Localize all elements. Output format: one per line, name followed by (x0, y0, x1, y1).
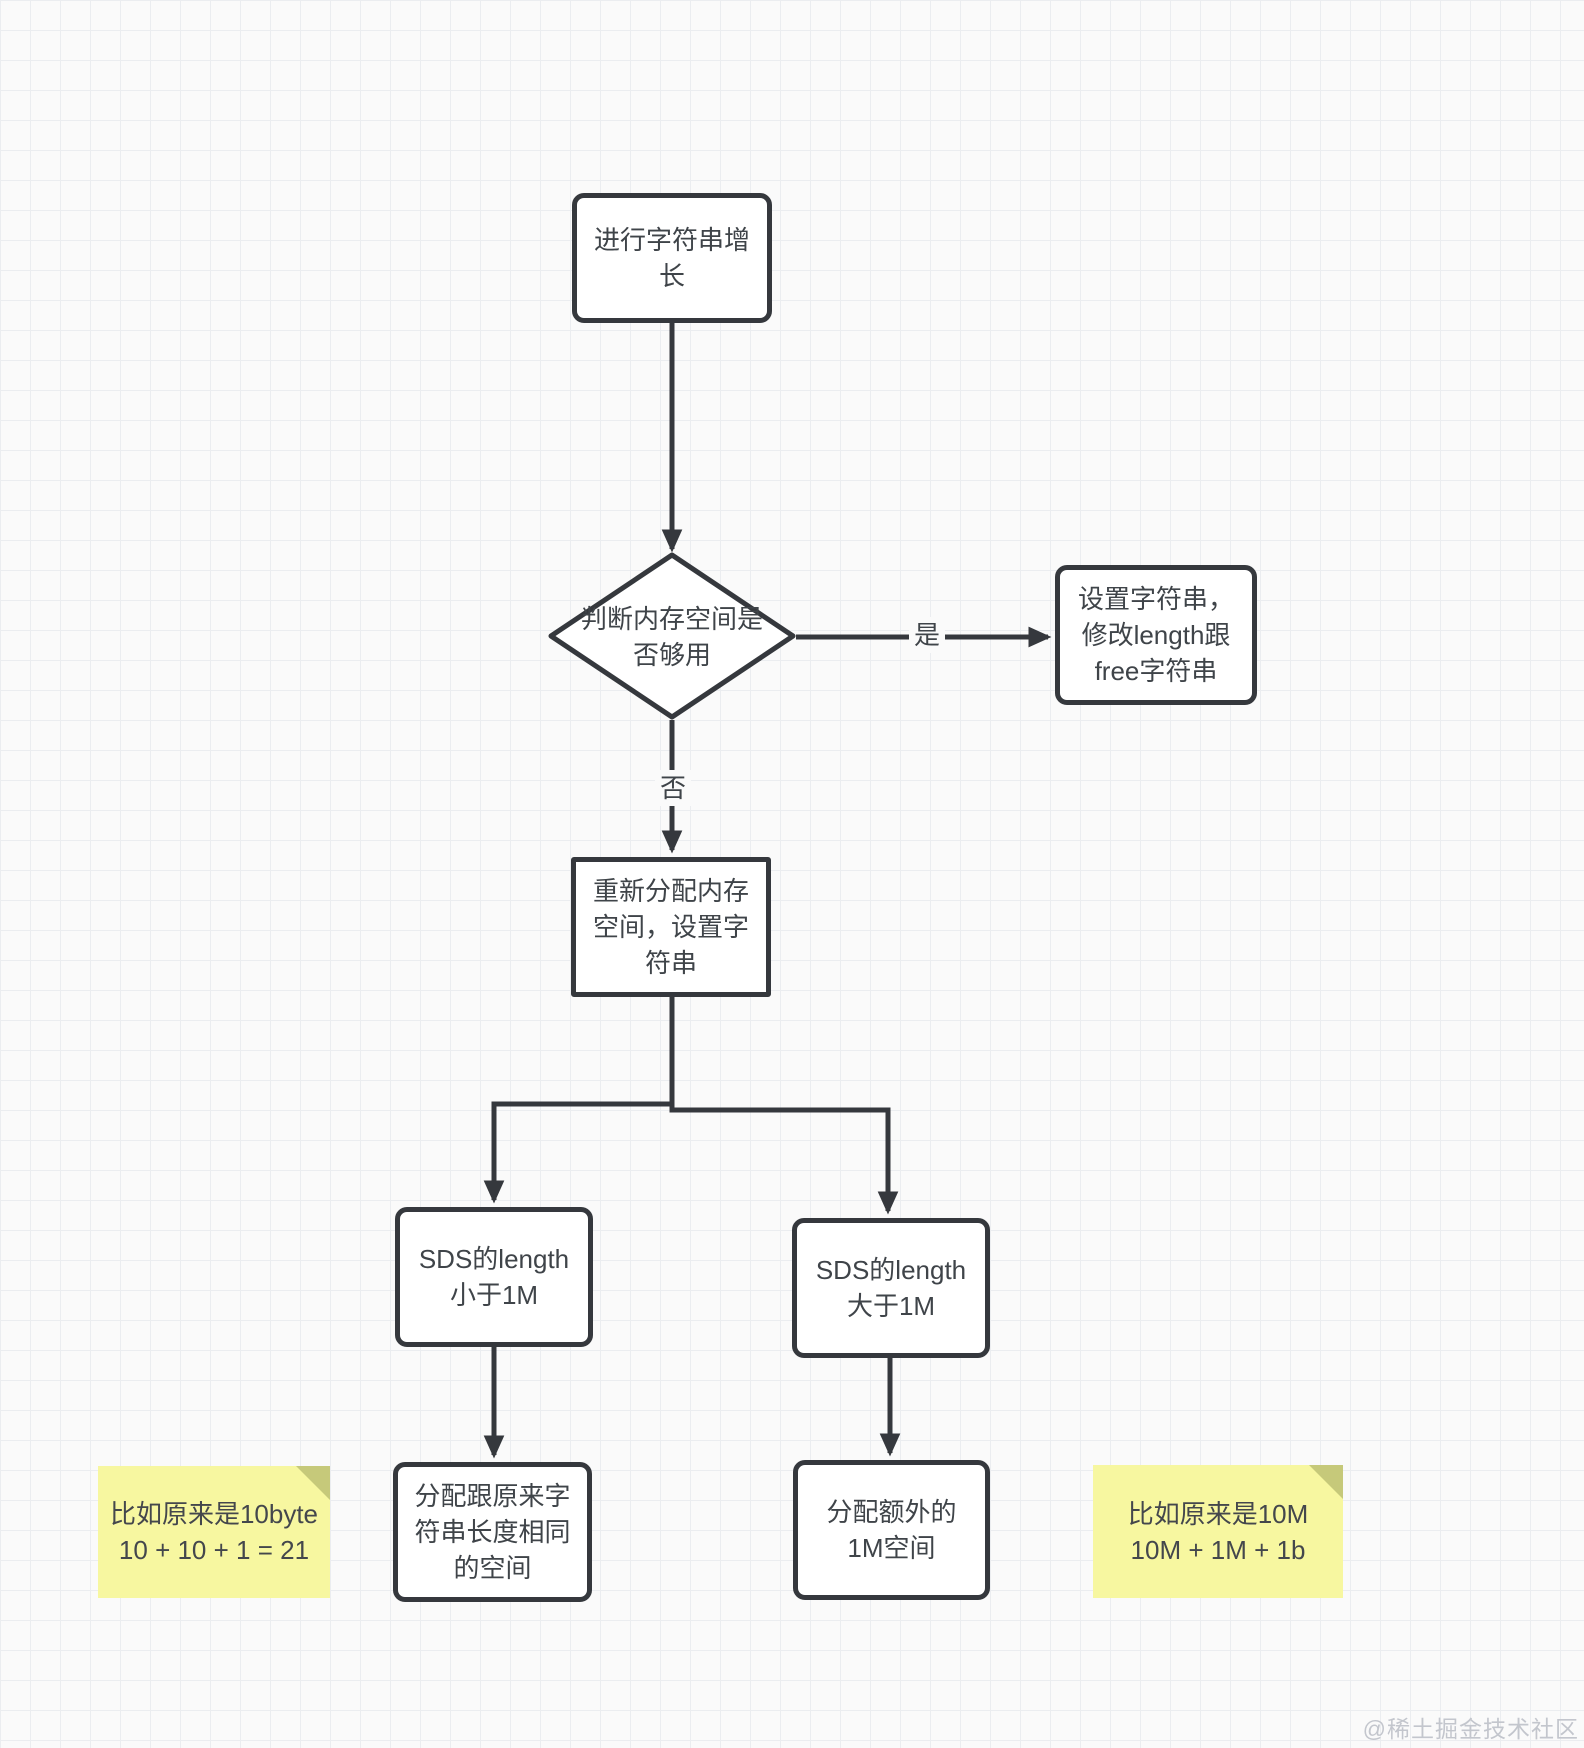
node-alloc-same-space: 分配跟原来字 符串长度相同 的空间 (393, 1462, 592, 1602)
node-length-greater-than-1m: SDS的length 大于1M (792, 1218, 990, 1358)
edge-label-yes: 是 (909, 617, 946, 653)
node-set-string: 设置字符串， 修改length跟 free字符串 (1055, 565, 1257, 705)
node-alloc-extra-1m-label: 分配额外的 1M空间 (826, 1497, 957, 1563)
node-realloc: 重新分配内存 空间，设置字 符串 (571, 857, 771, 997)
edge-realloc-to-gt1m (669, 997, 899, 1215)
node-start-label: 进行字符串增 长 (593, 225, 750, 291)
note-fold-corner-icon (296, 1466, 330, 1500)
node-start: 进行字符串增 长 (572, 193, 772, 323)
node-length-less-than-1m: SDS的length 小于1M (395, 1207, 593, 1347)
watermark: @稀土掘金技术社区 (1362, 1716, 1579, 1742)
sticky-note-10byte-text: 比如原来是10byte 10 + 10 + 1 = 21 (109, 1499, 319, 1565)
decision-diamond-shape (548, 552, 796, 720)
node-alloc-same-space-label: 分配跟原来字 符串长度相同 的空间 (414, 1481, 571, 1583)
node-decision: 判断内存空间是 否够用 (552, 597, 792, 677)
sticky-note-10m-text: 比如原来是10M 10M + 1M + 1b (1127, 1498, 1309, 1565)
node-decision-label: 判断内存空间是 否够用 (580, 604, 763, 670)
node-length-less-than-1m-label: SDS的length 小于1M (418, 1244, 570, 1310)
edge-label-no: 否 (655, 770, 692, 806)
node-length-greater-than-1m-label: SDS的length 大于1M (815, 1255, 967, 1321)
sticky-note-10byte-example: 比如原来是10byte 10 + 10 + 1 = 21 (98, 1466, 330, 1598)
node-alloc-extra-1m: 分配额外的 1M空间 (793, 1460, 990, 1600)
node-realloc-label: 重新分配内存 空间，设置字 符串 (592, 876, 749, 978)
node-set-string-label: 设置字符串， 修改length跟 free字符串 (1077, 584, 1234, 686)
edge-realloc-to-lt1m (483, 997, 675, 1204)
note-fold-corner-icon (1309, 1465, 1343, 1499)
sticky-note-10m-example: 比如原来是10M 10M + 1M + 1b (1093, 1465, 1343, 1598)
